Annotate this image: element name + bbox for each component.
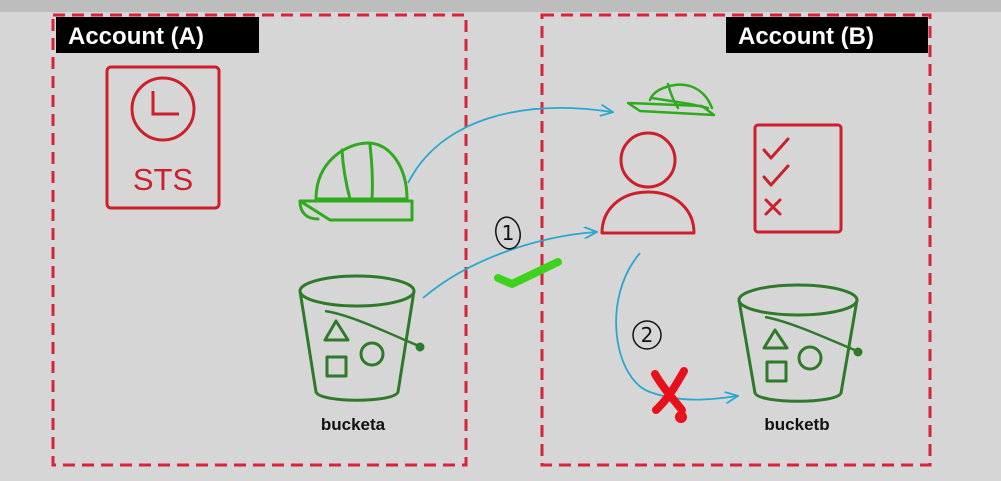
account-a-label: Account (A) bbox=[68, 23, 204, 50]
step-1-label: 1 bbox=[502, 221, 515, 245]
step-2-label: 2 bbox=[641, 323, 654, 347]
step-1-arrow bbox=[422, 232, 596, 299]
policy-checklist-icon bbox=[753, 123, 843, 234]
assumed-role-hardhat-icon bbox=[626, 82, 716, 117]
account-b-boundary: Account (B) bbox=[540, 13, 932, 467]
account-b-label: Account (B) bbox=[738, 23, 874, 50]
step-2-arrow bbox=[615, 252, 737, 400]
bucket-b-icon bbox=[737, 283, 863, 403]
step-2-marker: 2 bbox=[632, 320, 662, 350]
account-b-label-bg bbox=[726, 17, 928, 53]
account-a-label-bg bbox=[56, 17, 259, 53]
success-check-icon bbox=[494, 258, 562, 288]
bucket-a-label: bucketa bbox=[321, 415, 386, 434]
bucket-b-label: bucketb bbox=[764, 415, 829, 434]
assume-role-arrow bbox=[407, 108, 612, 184]
sts-service: STS bbox=[105, 65, 221, 210]
top-strip bbox=[0, 0, 1001, 12]
sts-label: STS bbox=[133, 162, 193, 197]
sts-clock-icon bbox=[130, 76, 196, 142]
denied-x-icon bbox=[651, 367, 688, 423]
user-icon bbox=[600, 131, 696, 235]
account-a-boundary: Account (A) bbox=[51, 13, 468, 467]
step-1-marker: 1 bbox=[495, 216, 521, 250]
bucket-a-icon bbox=[298, 274, 425, 402]
role-hardhat-icon bbox=[298, 141, 414, 222]
